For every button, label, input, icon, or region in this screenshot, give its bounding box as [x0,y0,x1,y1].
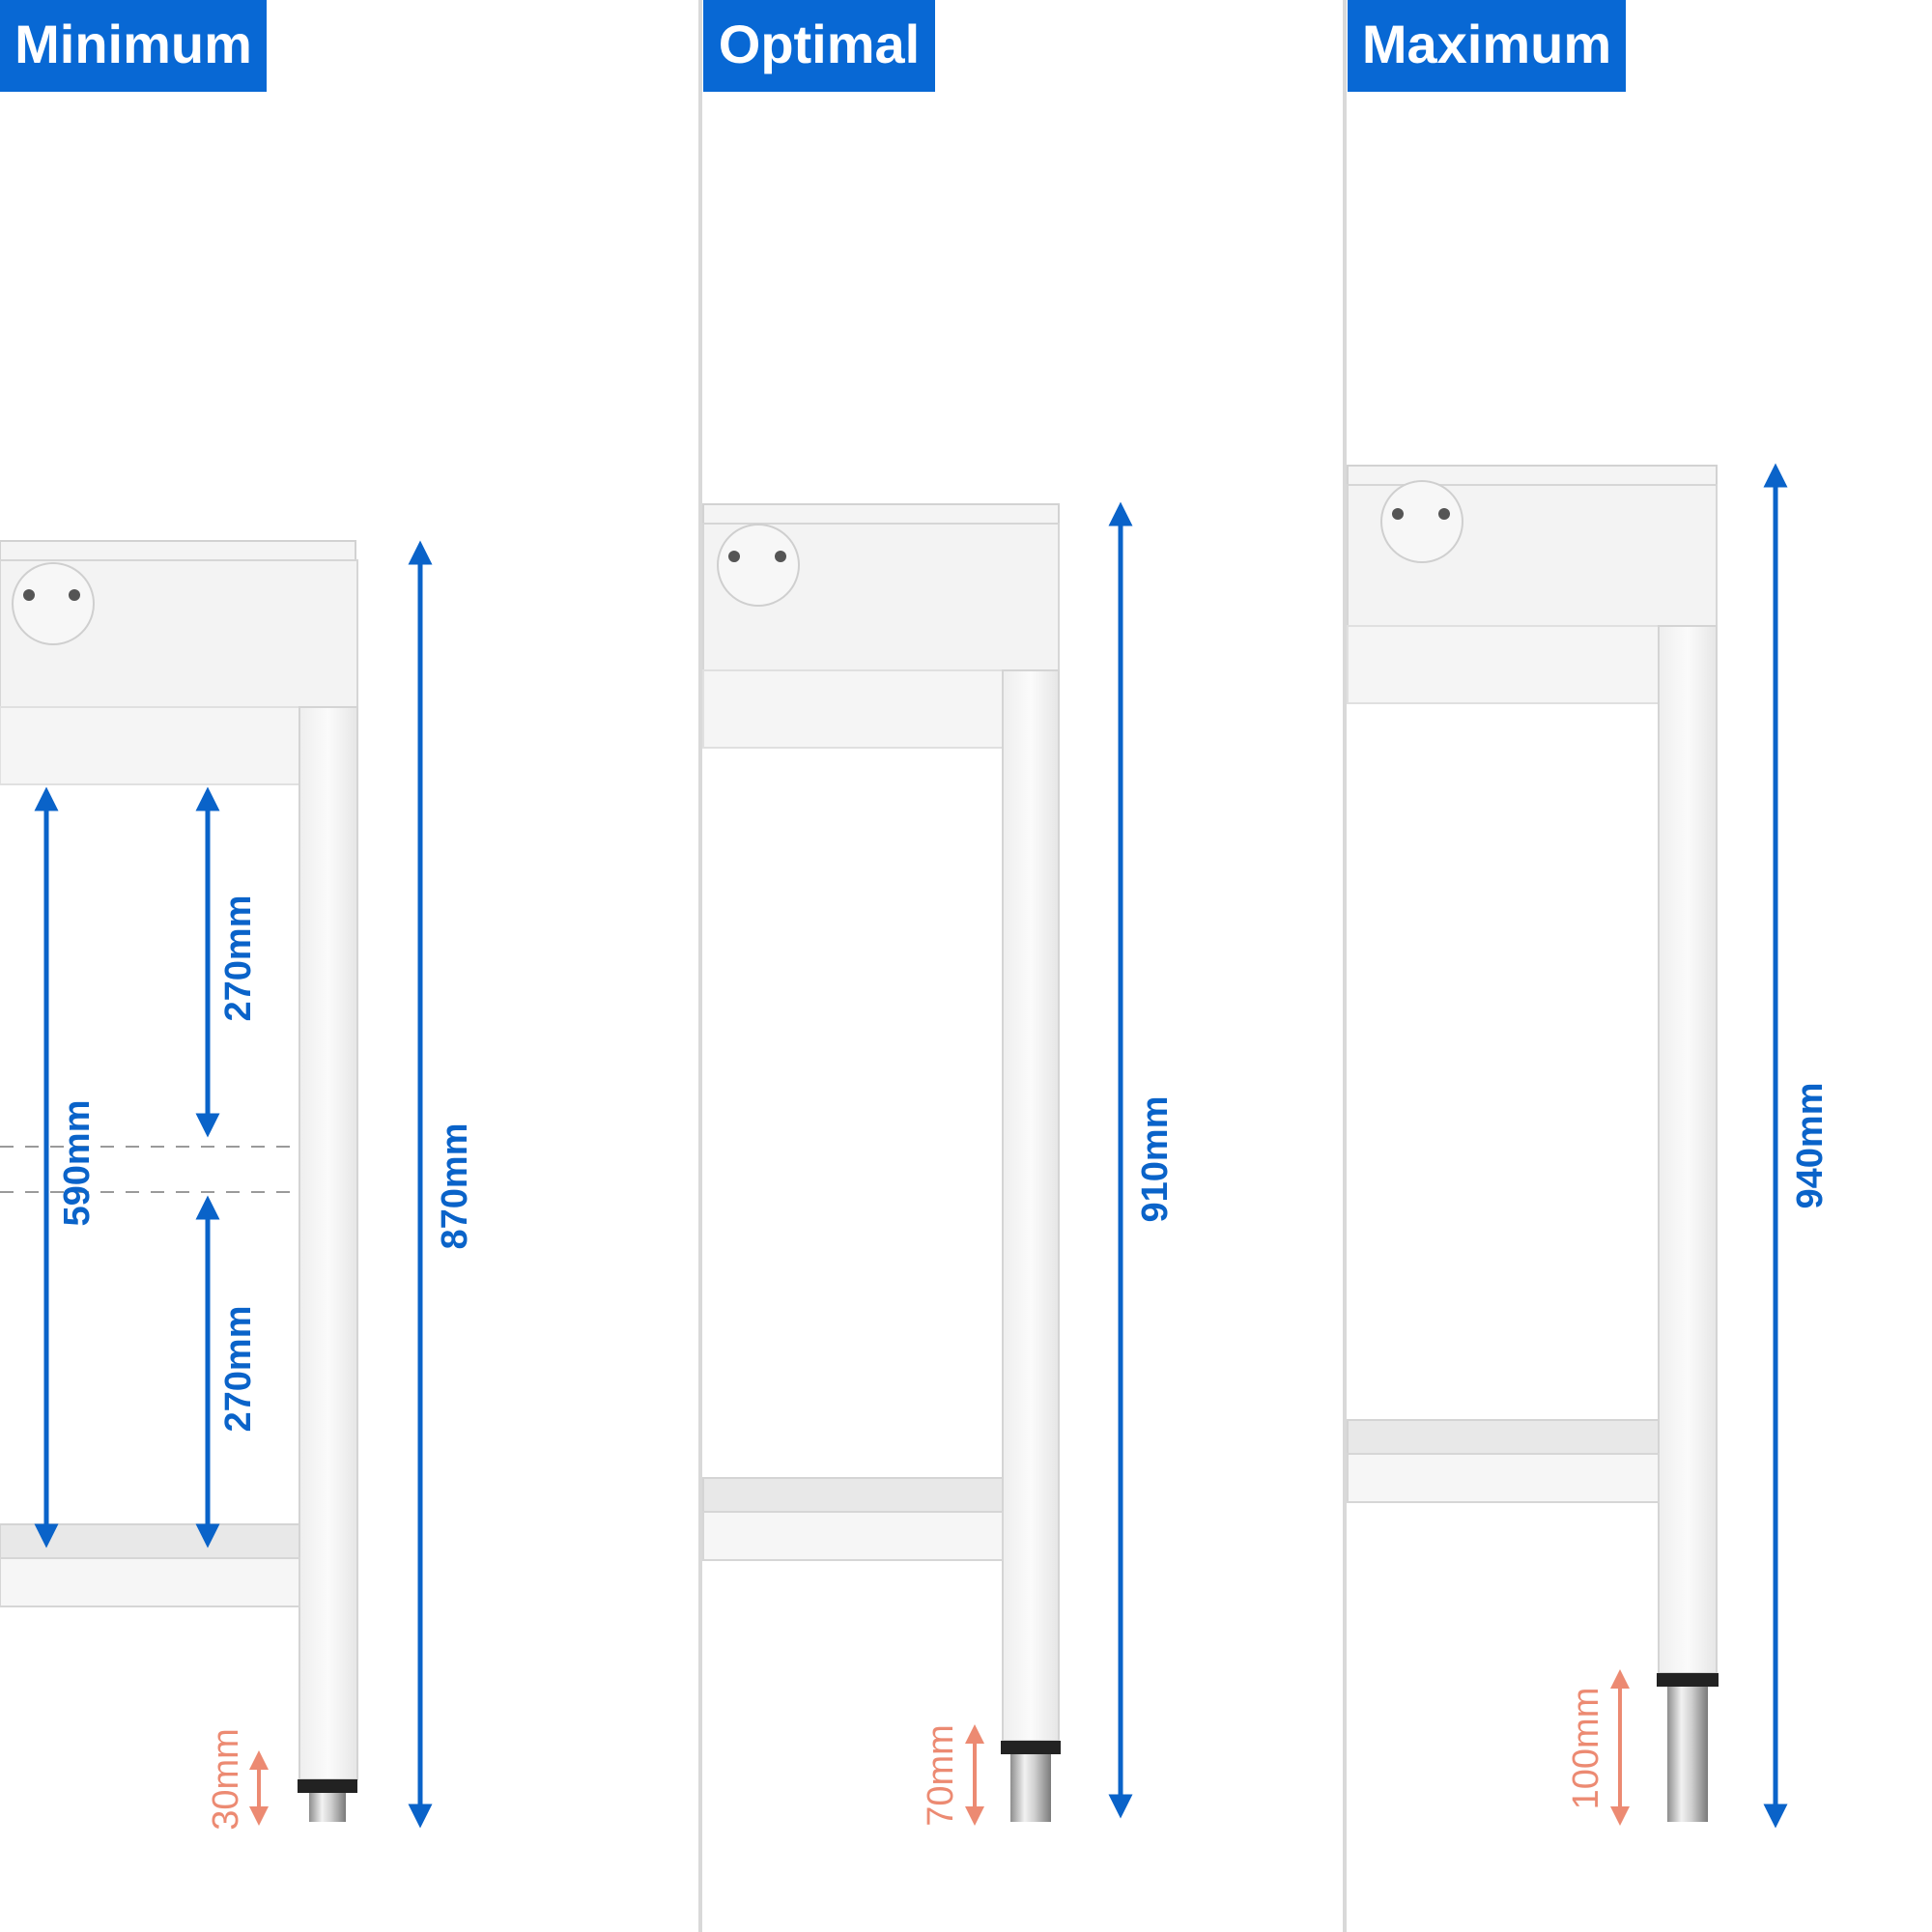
wall-bracket [717,524,800,607]
table-frame [702,503,1061,1822]
wall-bracket [12,562,95,645]
panel-optimal: Optimal 910mm 70mm [702,0,1176,1827]
panel-divider [698,0,702,1932]
dimension-label-foot: 70mm [921,1724,961,1827]
dimension-label-lower-gap: 270mm [218,1306,259,1433]
panel-tag-bg [1348,0,1626,92]
dimension-label-upper-gap: 270mm [218,895,259,1022]
dimension-label-foot: 30mm [206,1728,246,1831]
panel-title: Minimum [14,14,252,74]
panel-tag-bg [703,0,935,92]
table-frame [1347,465,1719,1822]
panel-tag-bg [0,0,267,92]
dimension-label-total: 940mm [1790,1083,1831,1209]
panel-minimum: Minimum 870mm 590mm 270mm 27 [0,0,475,1831]
panel-title: Optimal [719,14,920,74]
dimension-label-foot: 100mm [1566,1688,1606,1810]
panel-divider [1343,0,1347,1932]
panel-maximum: Maximum 940mm 100mm [1347,0,1831,1829]
table-frame [0,540,358,1822]
panel-title: Maximum [1362,14,1611,74]
dimension-label-total: 870mm [435,1123,475,1250]
dimension-label-total: 910mm [1135,1096,1176,1223]
dimension-label-shelf-span: 590mm [57,1100,98,1227]
wall-bracket [1380,480,1463,563]
